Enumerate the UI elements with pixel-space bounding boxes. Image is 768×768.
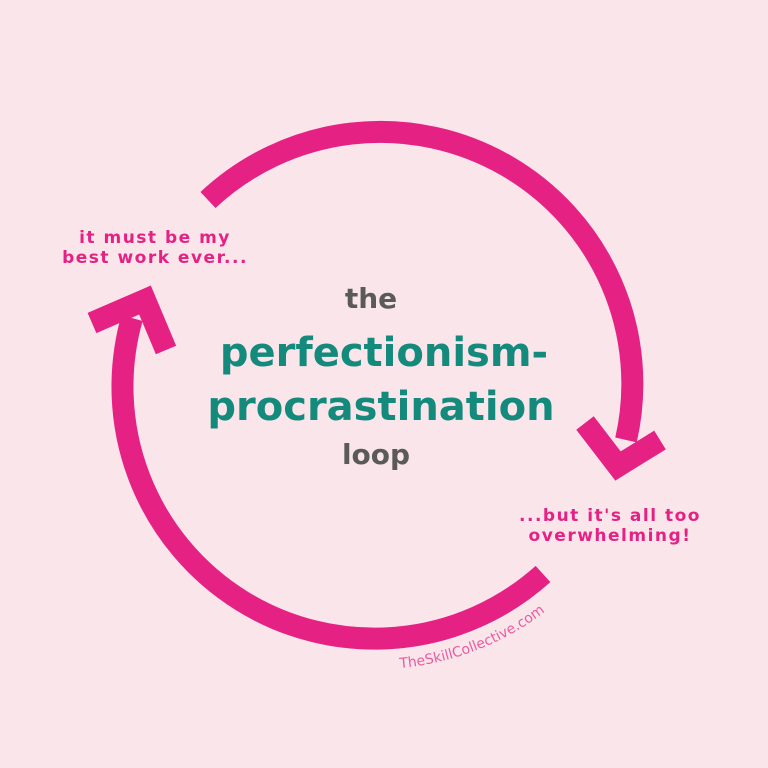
bottom-right-label: ...but it's all too overwhelming! xyxy=(500,506,720,546)
top-left-label: it must be my best work ever... xyxy=(40,228,270,268)
title-line-2: procrastination xyxy=(207,384,555,430)
lower-arrowhead xyxy=(87,285,177,355)
lower-arrow-arc xyxy=(111,315,551,650)
label-line: overwhelming! xyxy=(528,526,692,546)
upper-arrowhead xyxy=(576,416,666,481)
label-line: best work ever... xyxy=(62,248,248,268)
upper-arrow-arc xyxy=(200,120,644,443)
title-line-1: perfectionism- xyxy=(219,330,549,376)
title-suffix: loop xyxy=(341,438,411,471)
label-line: ...but it's all too xyxy=(519,506,701,526)
label-line: it must be my xyxy=(79,228,231,248)
title-prefix: the xyxy=(344,282,398,315)
